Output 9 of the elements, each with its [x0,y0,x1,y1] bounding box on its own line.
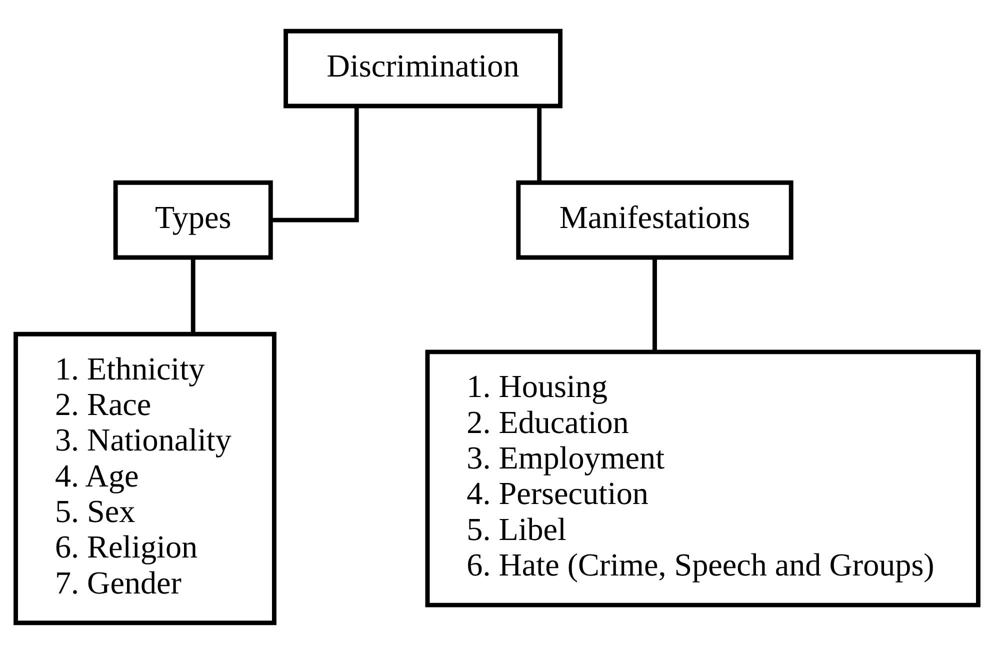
connector [271,106,359,222]
node-box: 1. Housing 2. Education 3. Employment 4. Persecution 5. Libel 6. Hate (Crime, Speech and Groups) [425,349,980,607]
node-box: Manifestations [516,180,794,260]
connector [537,106,542,182]
connector [190,257,196,334]
node-box: Discrimination [284,28,562,108]
node-box: 1. Ethnicity 2. Race 3. Nationality 4. Age 5. Sex 6. Religion 7. Gender [14,331,276,625]
node-box: Types [113,180,273,260]
connector [652,257,657,352]
